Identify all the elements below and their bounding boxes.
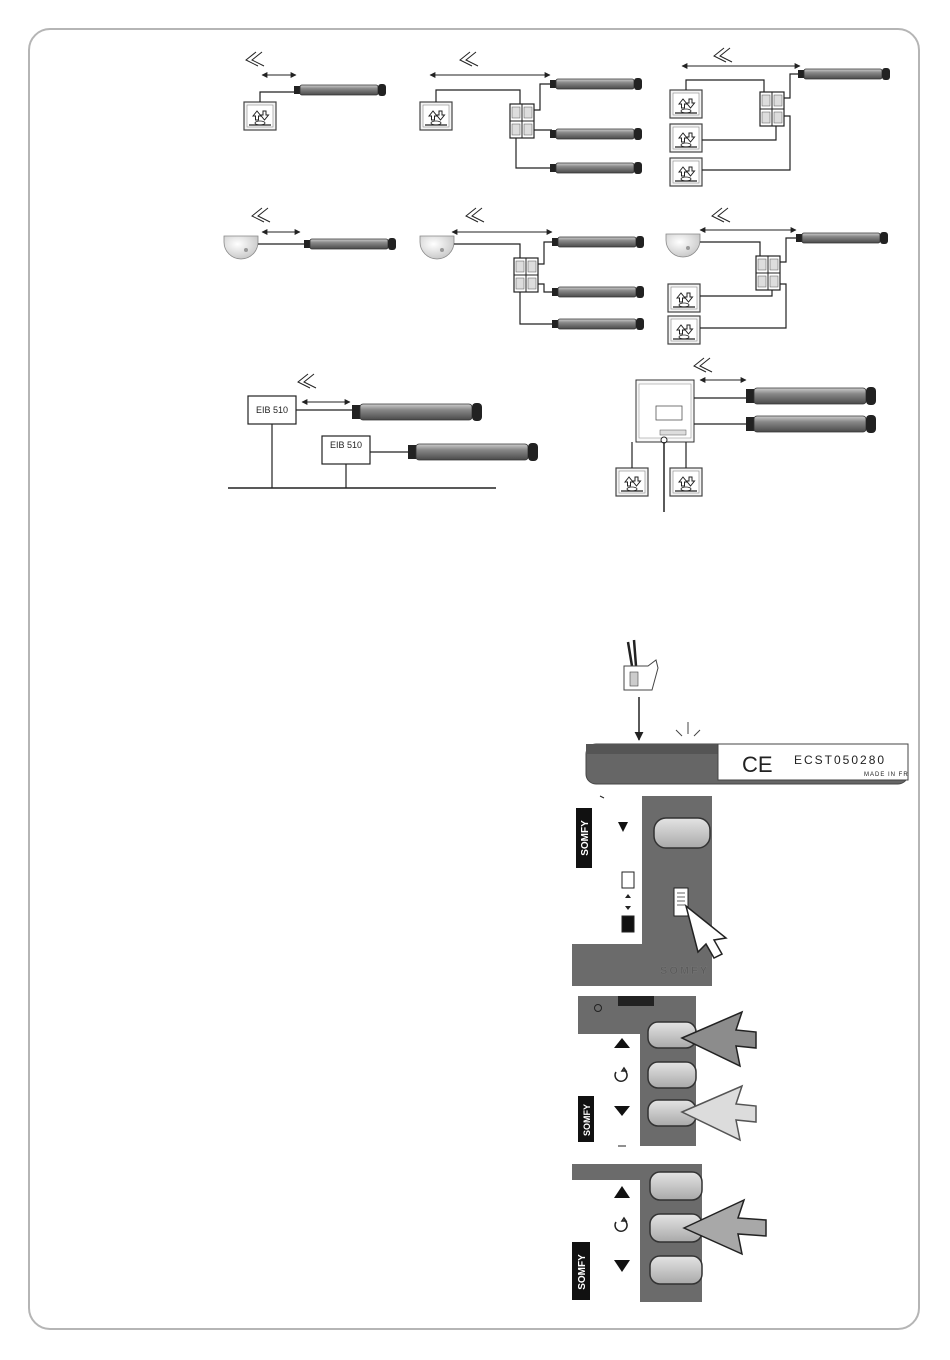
diagram-control-box-two-motors xyxy=(616,358,876,512)
diagram-sensor-three-motors xyxy=(420,208,644,330)
mode-dark-icon xyxy=(622,916,634,932)
control-panel-2: SOMFY xyxy=(578,996,756,1146)
diagram-three-switches-one-motor xyxy=(670,48,890,186)
brand-logo-panel-3: SOMFY xyxy=(577,1254,588,1290)
ce-mark: CE xyxy=(742,752,773,777)
dip-switch[interactable] xyxy=(674,888,688,916)
mode-light-icon xyxy=(622,872,634,888)
diagram-switch-three-motors xyxy=(420,52,642,174)
panel-1-button[interactable] xyxy=(654,818,710,848)
blink-indicator xyxy=(676,722,700,736)
control-panel-1: SOMFY SOMFY xyxy=(572,796,726,986)
brand-logo-panel-1-bottom: SOMFY xyxy=(660,965,709,977)
brand-logo-panel-2: SOMFY xyxy=(582,1104,592,1136)
made-in-label: MADE IN FR xyxy=(864,772,909,778)
up-button[interactable] xyxy=(650,1172,702,1200)
eib-module-1-label: EIB 510 xyxy=(256,405,288,415)
eib-module-2-label: EIB 510 xyxy=(330,440,362,450)
serial-number: ECST050280 xyxy=(794,753,886,767)
diagram-switch-single-motor xyxy=(244,52,386,130)
control-panel-3: SOMFY xyxy=(572,1164,766,1302)
plug-connector xyxy=(624,640,658,740)
down-button[interactable] xyxy=(650,1256,702,1284)
label-plate: CE ECST050280 MADE IN FR xyxy=(586,744,909,784)
brand-logo-panel-1: SOMFY xyxy=(580,820,591,856)
my-button[interactable] xyxy=(648,1062,696,1088)
diagram-sensor-two-switches-one-motor xyxy=(666,208,888,344)
diagram-eib-bus: EIB 510 EIB 510 xyxy=(228,374,538,488)
diagram-sensor-single-motor xyxy=(224,208,396,259)
